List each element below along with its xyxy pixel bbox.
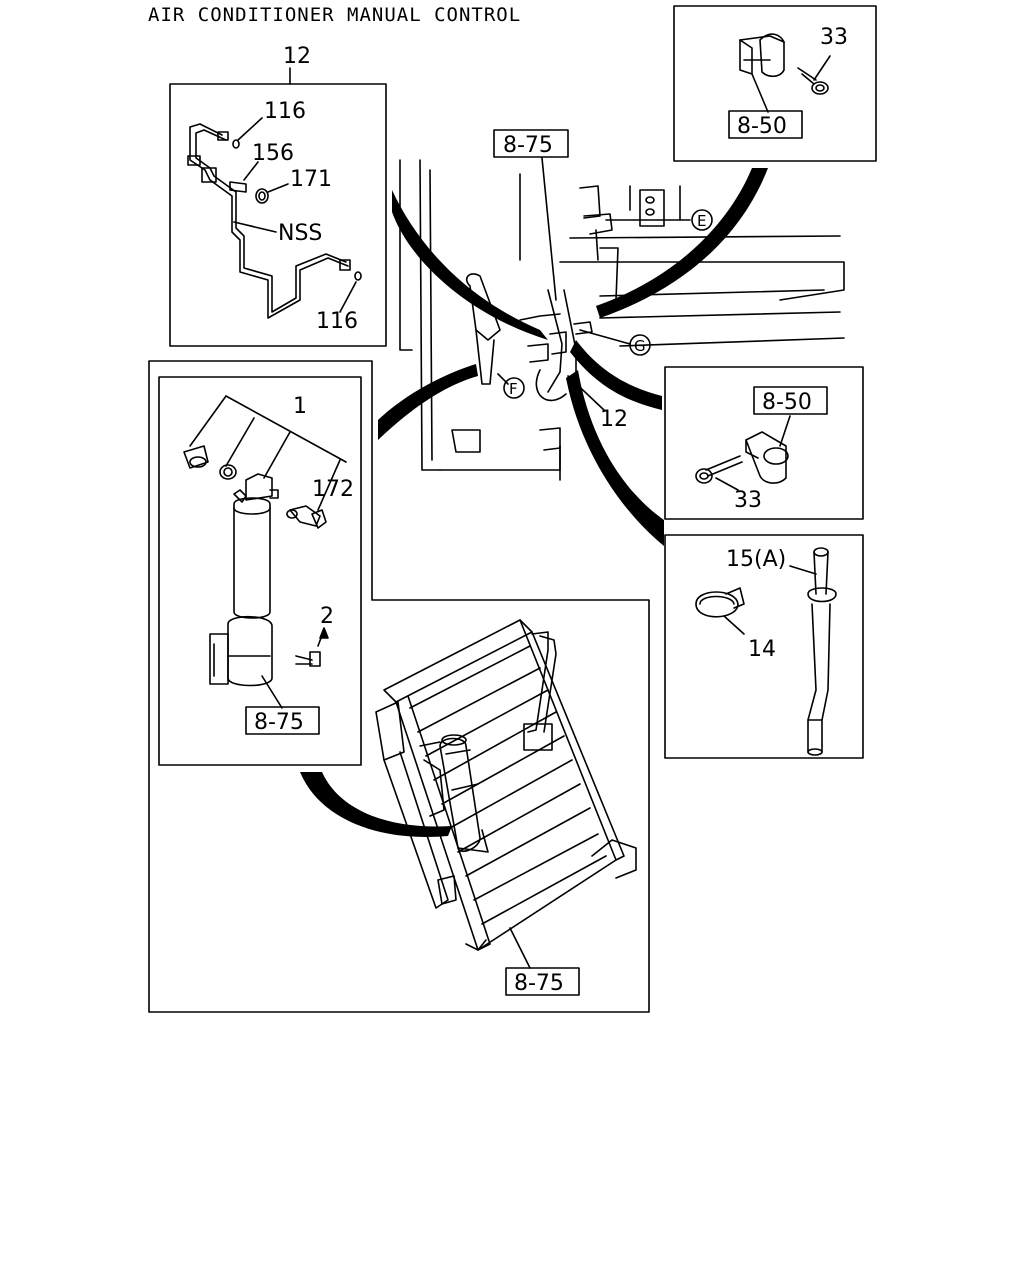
clip-box-top [673,5,877,162]
receiver-drier-box [158,376,362,766]
callout-label-g: G [634,337,646,355]
sweep-condenser [378,364,478,440]
ref-label-850-top: 8-50 [737,114,787,139]
part-label-116-b: 116 [316,309,358,334]
sweep-clip-mid [570,340,662,410]
part-label-156: 156 [252,141,294,166]
part-label-12-top: 12 [283,44,311,69]
part-label-171: 171 [290,167,332,192]
ref-label-875-receiver: 8-75 [254,710,304,735]
callout-circle-g [629,334,651,356]
part-label-15a: 15(A) [726,547,786,572]
sweep-hose [566,370,664,546]
callout-sweeps [300,168,768,837]
sweep-clip-top [596,168,768,318]
ref-label-850-mid: 8-50 [762,390,812,415]
ref-box-850-mid [753,386,828,415]
part-label-1: 1 [293,394,307,419]
condenser-region-outline [148,360,650,1013]
hose-box [664,534,864,759]
callout-label-e: E [697,212,706,230]
ref-box-850-top [728,110,803,139]
ref-box-875-center [493,129,569,158]
callout-label-f: F [509,380,518,398]
page-title: AIR CONDITIONER MANUAL CONTROL [148,4,522,26]
sweep-pipe [392,190,548,340]
ref-box-875-receiver [245,706,320,735]
part-label-nss: NSS [278,221,322,246]
ref-label-875-condenser: 8-75 [514,971,564,996]
part-label-12-mid: 12 [600,407,628,432]
sweep-receiver [300,772,452,837]
ref-box-875-condenser [505,967,580,996]
part-label-116-a: 116 [264,99,306,124]
frame-piping-view [399,157,845,481]
callout-circle-f [503,377,525,399]
part-label-14: 14 [748,637,776,662]
condenser [375,619,637,969]
part-label-172: 172 [312,477,354,502]
part-label-33-mid: 33 [734,488,762,513]
ref-label-875-center: 8-75 [503,133,553,158]
part-label-2: 2 [320,604,334,629]
clip-box-mid [664,366,864,520]
callout-circle-e [691,209,713,231]
pipe-assembly-box [169,67,387,347]
part-label-33-top: 33 [820,25,848,50]
